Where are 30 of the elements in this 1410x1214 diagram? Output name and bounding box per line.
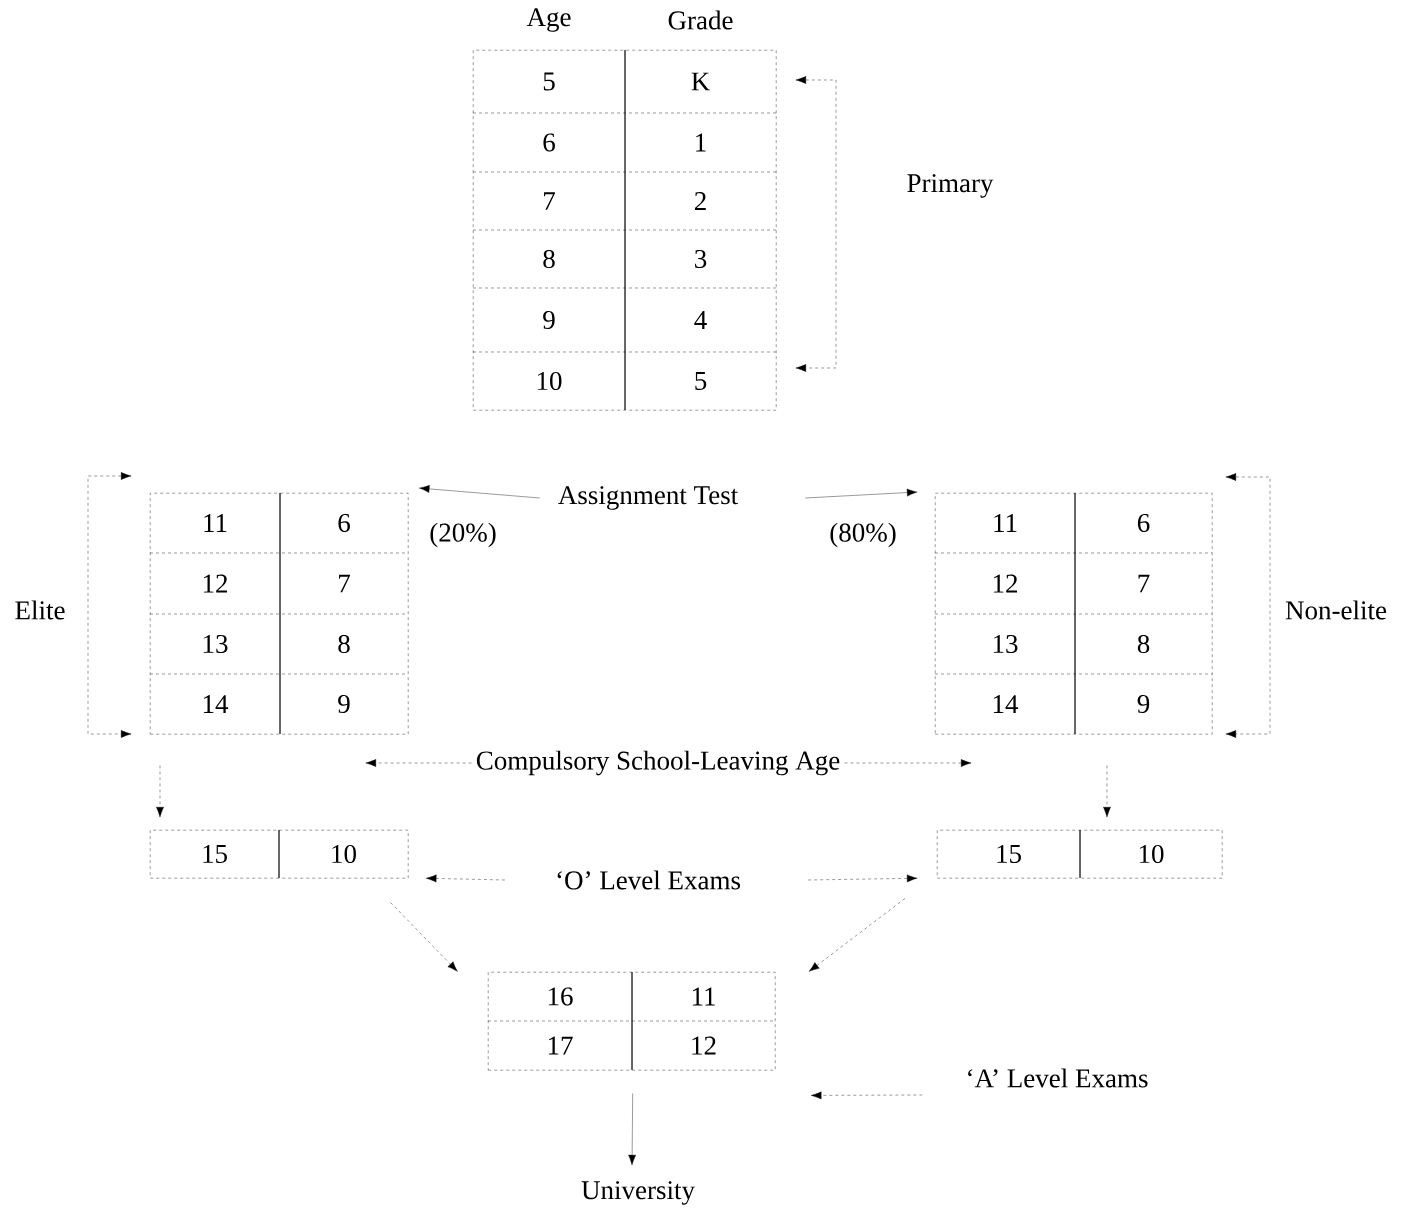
stage-name: Primary bbox=[907, 174, 994, 198]
arrow bbox=[805, 488, 918, 499]
edge-label: (80%) bbox=[828, 521, 898, 549]
stage-label: ‘A’ Level Exams bbox=[968, 1068, 1148, 1088]
stage-label: Compulsory School-Leaving Age bbox=[476, 750, 840, 776]
arrow bbox=[807, 874, 918, 883]
node-label: Age bbox=[526, 8, 571, 32]
stage-name: Non-elite bbox=[1285, 600, 1387, 620]
arrow bbox=[365, 759, 472, 767]
arrow bbox=[390, 902, 458, 972]
arrow bbox=[844, 759, 972, 767]
arrow bbox=[426, 874, 506, 883]
arrow bbox=[811, 1091, 923, 1100]
stage-label: ‘O’ Level Exams bbox=[557, 870, 740, 890]
stage-name: Elite bbox=[15, 600, 65, 620]
grade-table: 11 6 12 7 13 8 14 9 bbox=[934, 492, 1213, 735]
grade-table: 11 6 12 7 13 8 14 9 bbox=[149, 492, 409, 735]
grade-table: 15 10 bbox=[937, 829, 1223, 879]
arrow bbox=[419, 485, 540, 499]
grade-table: 16 11 17 12 bbox=[487, 971, 776, 1071]
grade-table: Age Grade 5 K 6 1 7 2 8 3 9 4 10 5 bbox=[472, 8, 777, 411]
stage-label: University bbox=[581, 1181, 695, 1205]
arrow bbox=[808, 898, 906, 972]
edge-label: (20%) bbox=[428, 521, 498, 549]
stage-label: Assignment Test bbox=[558, 486, 739, 510]
arrow bbox=[156, 765, 164, 818]
arrow bbox=[628, 1093, 636, 1166]
grade-table: 15 10 bbox=[150, 829, 409, 879]
arrow bbox=[1103, 765, 1111, 818]
node-label: Grade bbox=[668, 10, 733, 30]
